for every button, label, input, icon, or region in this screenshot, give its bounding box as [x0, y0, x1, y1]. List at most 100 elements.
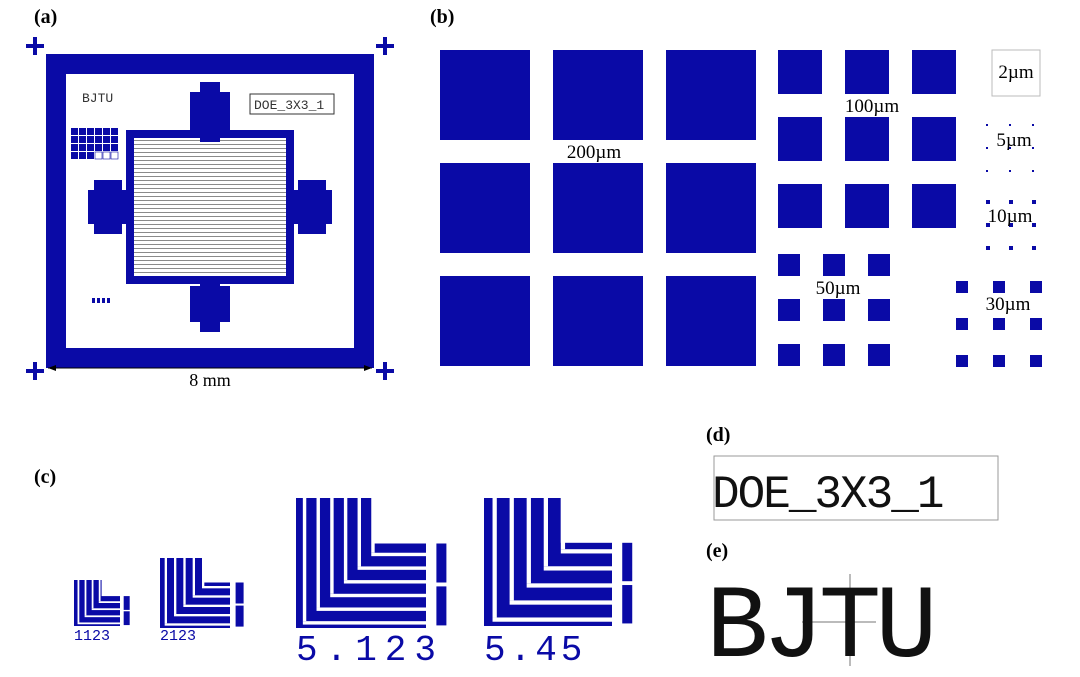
mark-notch	[202, 558, 230, 583]
mark-gap	[492, 498, 497, 618]
square-5um	[1009, 124, 1011, 126]
square-200um	[553, 50, 643, 140]
square-5um	[986, 147, 988, 149]
square-30um	[993, 281, 1005, 293]
mark-gap	[492, 617, 612, 622]
mark-side-bar	[436, 586, 447, 626]
mark-gap	[509, 498, 514, 601]
square-200um	[440, 276, 530, 366]
test-square	[71, 136, 78, 143]
arm-top	[190, 82, 230, 142]
square-50um	[823, 254, 845, 276]
square-100um	[845, 117, 889, 161]
mark-gap	[302, 498, 307, 622]
chip-name-frame	[713, 455, 999, 521]
square-30um	[956, 281, 968, 293]
test-square	[71, 128, 78, 135]
alignment-cross-br	[376, 362, 394, 380]
mark-gap	[357, 498, 361, 567]
mark-side-bar	[235, 605, 244, 627]
square-5um	[1032, 124, 1034, 126]
squares-2um-box	[991, 49, 1041, 97]
square-5um	[1032, 170, 1034, 172]
test-square	[111, 144, 118, 151]
label-2um: 2µm	[998, 62, 1033, 83]
squares-200um	[440, 50, 756, 366]
square-5um	[986, 124, 988, 126]
test-square	[95, 128, 102, 135]
test-square	[87, 152, 94, 159]
mark-gap	[192, 595, 230, 598]
test-square	[79, 136, 86, 143]
square-200um	[553, 163, 643, 253]
resolution-mark-4	[484, 498, 633, 626]
square-10um	[1009, 223, 1013, 227]
mark-gap	[183, 604, 230, 607]
alignment-cross-tl	[26, 37, 44, 55]
squares-30um	[956, 281, 1042, 367]
mark-notch	[560, 498, 612, 543]
panel-label-c: (c)	[34, 466, 57, 488]
test-square-outline	[102, 151, 111, 160]
mark-gap	[371, 552, 426, 557]
square-100um	[912, 184, 956, 228]
panel-label-b: (b)	[430, 6, 455, 28]
test-square	[71, 152, 78, 159]
chip-name-large: DOE_3X3_1	[712, 455, 999, 521]
square-30um	[1030, 281, 1042, 293]
panel-label-d: (d)	[706, 424, 731, 446]
square-50um	[868, 344, 890, 366]
square-100um	[778, 117, 822, 161]
mark-gap	[543, 566, 612, 571]
mark-side-bar	[235, 582, 244, 604]
mark-gap	[77, 622, 120, 625]
square-200um	[666, 276, 756, 366]
mark-gap	[164, 623, 230, 626]
mark-gap	[98, 580, 101, 602]
mark-gap	[98, 601, 120, 603]
mark-side-bar	[436, 543, 447, 583]
test-square	[103, 144, 110, 151]
square-30um	[993, 355, 1005, 367]
square-10um	[1032, 223, 1036, 227]
square-30um	[1030, 318, 1042, 330]
square-200um	[666, 50, 756, 140]
alignment-cross-bl	[26, 362, 44, 380]
mark-gap	[91, 580, 94, 609]
test-square-outline	[94, 151, 103, 160]
mark-gap	[543, 498, 548, 567]
mark-gap	[526, 583, 612, 588]
mark-gap	[202, 586, 230, 589]
square-50um	[868, 299, 890, 321]
square-30um	[1030, 355, 1042, 367]
square-5um	[1009, 147, 1011, 149]
resolution-mark-3	[296, 498, 447, 628]
square-50um	[778, 344, 800, 366]
square-50um	[823, 299, 845, 321]
test-square	[87, 136, 94, 143]
dimension-arrow	[48, 365, 372, 371]
square-arrays: 200µm 100µm 50µm 30µm 10µm 5µm 2µm	[440, 49, 1042, 367]
square-50um	[823, 344, 845, 366]
label-100um: 100µm	[845, 96, 899, 117]
square-100um	[778, 184, 822, 228]
mark-label-1: 1123	[74, 628, 110, 645]
resolution-mark-2	[160, 558, 244, 628]
squares-100um	[778, 50, 956, 228]
mark-gap	[316, 498, 320, 608]
mark-gap	[164, 558, 167, 624]
square-10um	[986, 246, 990, 250]
mark-label-4: 5.45	[484, 630, 586, 671]
square-10um	[986, 223, 990, 227]
square-100um	[845, 184, 889, 228]
mark-label-3: 5.123	[296, 630, 444, 671]
dimension-label: 8 mm	[189, 370, 231, 390]
resolution-mark-1	[74, 580, 130, 626]
mark-gap	[371, 498, 375, 553]
square-30um	[956, 355, 968, 367]
square-200um	[440, 163, 530, 253]
mark-gap	[316, 607, 426, 611]
test-square	[79, 144, 86, 151]
test-square	[111, 136, 118, 143]
mark-gap	[343, 580, 426, 584]
